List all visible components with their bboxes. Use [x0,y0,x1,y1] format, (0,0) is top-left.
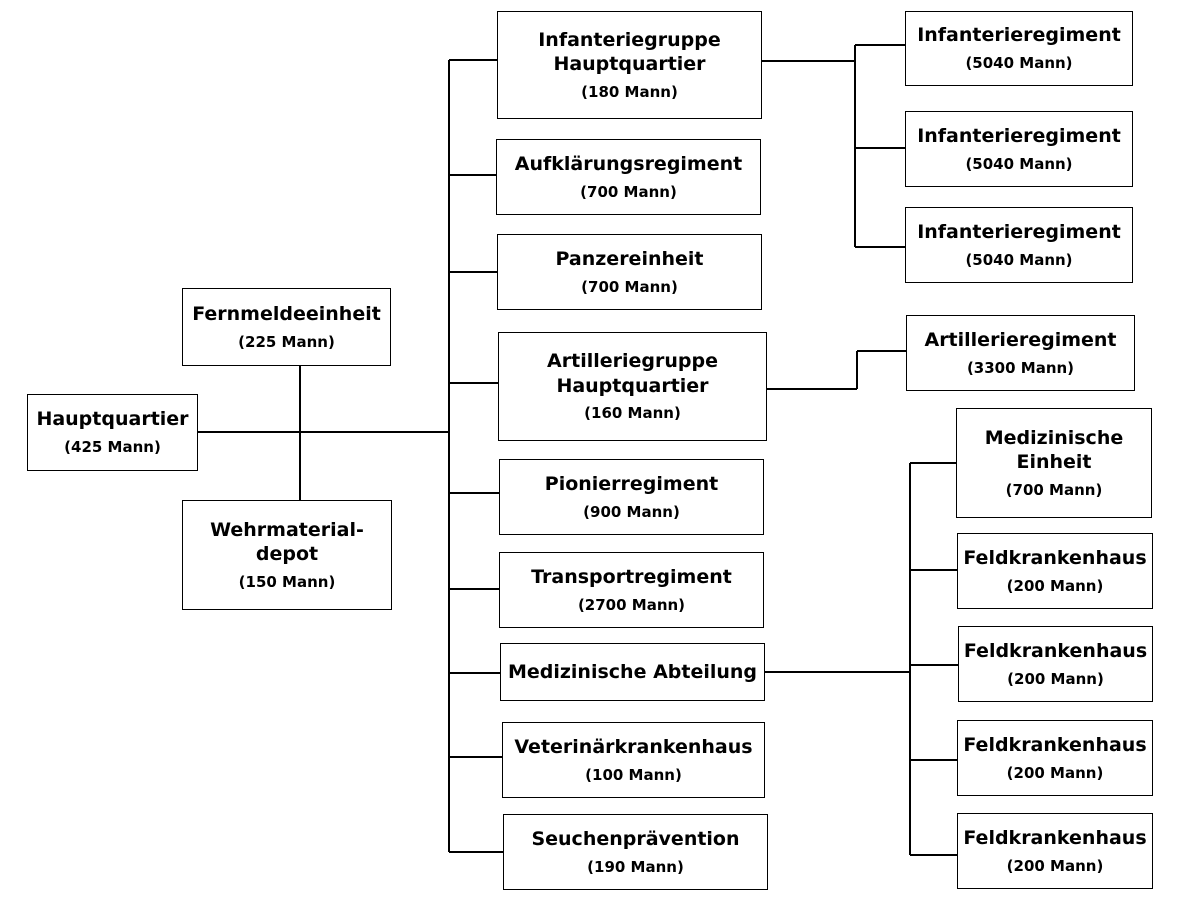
artillery-group-hq-name: Artilleriegruppe Hauptquartier [547,350,718,397]
infantry-regiment-count: (5040 Mann) [965,54,1073,73]
field-hospital-node: Feldkrankenhaus (200 Mann) [957,533,1153,609]
infantry-regiment-count: (5040 Mann) [965,250,1073,269]
veterinary-hospital-name: Veterinärkrankenhaus [514,735,753,758]
signal-unit-name: Fernmeldeeinheit [192,302,381,325]
recon-regiment-count: (700 Mann) [580,182,677,201]
signal-unit-count: (225 Mann) [238,332,335,351]
epidemic-prevention-name: Seuchenprävention [531,827,740,850]
recon-regiment-node: Aufklärungsregiment (700 Mann) [496,139,761,215]
artillery-regiment-name: Artillerieregiment [924,328,1117,351]
recon-regiment-name: Aufklärungsregiment [514,152,743,175]
hq-node: Hauptquartier (425 Mann) [27,394,198,471]
artillery-group-hq-node: Artilleriegruppe Hauptquartier (160 Mann… [498,332,767,441]
infantry-group-hq-count: (180 Mann) [581,82,678,101]
pioneer-regiment-name: Pionierregiment [544,472,719,495]
infantry-regiment-node: Infanterieregiment (5040 Mann) [905,11,1133,86]
medical-department-node: Medizinische Abteilung [500,643,765,701]
infantry-group-hq-node: Infanteriegruppe Hauptquartier (180 Mann… [497,11,762,119]
epidemic-prevention-count: (190 Mann) [587,857,684,876]
depot-name: Wehrmaterial- depot [210,518,364,566]
medical-unit-name: Medizinische Einheit [984,426,1124,474]
infantry-regiment-name: Infanterieregiment [917,220,1121,243]
field-hospital-node: Feldkrankenhaus (200 Mann) [957,720,1153,796]
field-hospital-name: Feldkrankenhaus [963,733,1147,756]
depot-count: (150 Mann) [238,572,336,591]
tank-unit-name: Panzereinheit [555,247,704,270]
infantry-regiment-node: Infanterieregiment (5040 Mann) [905,207,1133,283]
tank-unit-count: (700 Mann) [581,277,678,296]
field-hospital-count: (200 Mann) [1006,856,1104,875]
infantry-regiment-node: Infanterieregiment (5040 Mann) [905,111,1133,187]
medical-department-name: Medizinische Abteilung [507,660,758,683]
epidemic-prevention-node: Seuchenprävention (190 Mann) [503,814,768,890]
infantry-regiment-count: (5040 Mann) [965,154,1073,173]
hq-name: Hauptquartier [36,408,189,431]
medical-unit-count: (700 Mann) [1005,480,1103,499]
field-hospital-node: Feldkrankenhaus (200 Mann) [958,626,1153,702]
infantry-regiment-name: Infanterieregiment [917,24,1121,47]
field-hospital-count: (200 Mann) [1006,763,1104,782]
pioneer-regiment-node: Pionierregiment (900 Mann) [499,459,764,535]
signal-unit-node: Fernmeldeeinheit (225 Mann) [182,288,391,366]
field-hospital-count: (200 Mann) [1006,576,1104,595]
pioneer-regiment-count: (900 Mann) [583,502,680,521]
infantry-regiment-name: Infanterieregiment [917,124,1121,147]
transport-regiment-count: (2700 Mann) [577,595,686,614]
artillery-regiment-count: (3300 Mann) [966,358,1075,377]
depot-node: Wehrmaterial- depot (150 Mann) [182,500,392,610]
field-hospital-name: Feldkrankenhaus [963,639,1148,662]
field-hospital-node: Feldkrankenhaus (200 Mann) [957,813,1153,889]
transport-regiment-name: Transportregiment [531,565,732,588]
hq-count: (425 Mann) [64,438,161,457]
field-hospital-name: Feldkrankenhaus [963,826,1147,849]
transport-regiment-node: Transportregiment (2700 Mann) [499,552,764,628]
infantry-group-hq-name: Infanteriegruppe Hauptquartier [538,28,721,76]
tank-unit-node: Panzereinheit (700 Mann) [497,234,762,310]
artillery-regiment-node: Artillerieregiment (3300 Mann) [906,315,1135,391]
field-hospital-name: Feldkrankenhaus [963,546,1147,569]
medical-unit-node: Medizinische Einheit (700 Mann) [956,408,1152,518]
artillery-group-hq-count: (160 Mann) [584,404,681,423]
field-hospital-count: (200 Mann) [1007,669,1104,688]
veterinary-hospital-node: Veterinärkrankenhaus (100 Mann) [502,722,765,798]
veterinary-hospital-count: (100 Mann) [585,765,682,784]
